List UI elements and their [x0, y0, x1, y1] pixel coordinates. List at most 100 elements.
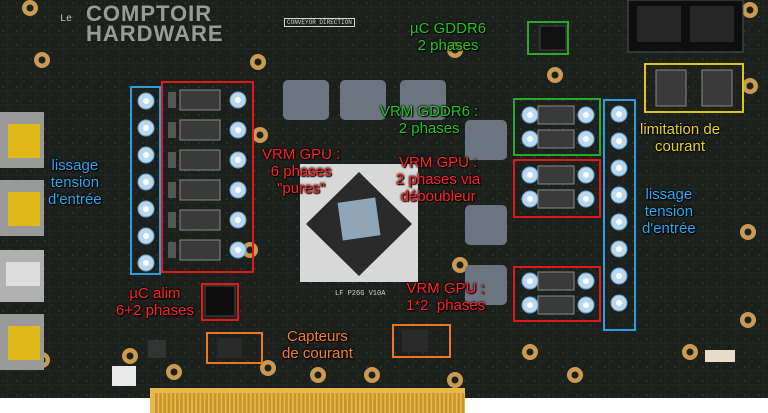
choke	[537, 295, 575, 315]
pcie-finger	[272, 393, 276, 413]
pcie-finger	[230, 393, 234, 413]
mounting-hole-center	[456, 261, 464, 269]
mosfet	[168, 92, 176, 108]
capacitor-top	[143, 152, 149, 158]
current-sensor-chip	[402, 330, 428, 352]
pcie-finger	[331, 393, 334, 413]
mosfet	[168, 152, 176, 168]
current-sensor-chip	[218, 338, 242, 358]
mounting-hole-center	[451, 376, 459, 384]
vrm-controller-frame	[201, 283, 239, 321]
pcie-finger	[314, 393, 318, 413]
pcie-finger	[386, 393, 389, 413]
capacitor-top	[583, 112, 589, 118]
mounting-hole-center	[571, 371, 579, 379]
choke	[537, 129, 575, 149]
mounting-holes	[22, 0, 758, 388]
pcie-finger	[205, 393, 208, 413]
capacitor-top	[235, 247, 241, 253]
choke	[537, 271, 575, 291]
capacitor-top	[527, 172, 533, 178]
choke	[701, 69, 733, 107]
capacitor-top	[235, 157, 241, 163]
pcie-finger	[226, 393, 229, 413]
vram-thermal-pad	[465, 205, 507, 245]
pcie-finger	[159, 393, 162, 413]
choke	[179, 149, 221, 171]
pcie-finger	[348, 393, 351, 413]
board-id-text: LF P26G V10A	[335, 290, 386, 298]
pcie-finger	[394, 393, 397, 413]
choke	[179, 119, 221, 141]
pcie-finger	[155, 393, 158, 413]
display-port-insert	[8, 124, 40, 158]
mounting-hole-center	[314, 371, 322, 379]
label-input-filter-left: lissage tension d'entrée	[48, 157, 102, 208]
capacitor-top	[616, 273, 622, 279]
vrm-gpu-6-phase-frame	[161, 81, 254, 273]
pcie-finger	[432, 393, 435, 413]
brand-text: Le	[60, 14, 73, 25]
pcie-fingers	[155, 393, 465, 413]
capacitor-top	[527, 196, 533, 202]
watermark-line-2: HARDWARE	[86, 21, 224, 46]
pcie-finger	[411, 393, 414, 413]
pcie-finger	[192, 393, 196, 413]
capacitor-top	[527, 278, 533, 284]
mounting-hole-center	[256, 131, 264, 139]
current-limit-frame	[644, 63, 744, 113]
pcie-finger	[218, 393, 221, 413]
capacitor-top	[616, 138, 622, 144]
vrm-gpu-1x2-frame	[513, 266, 601, 322]
pcie-finger	[352, 393, 355, 413]
pcie-finger	[260, 393, 263, 413]
conveyor-direction-text: CONVEYOR DIRECTION	[284, 18, 355, 27]
choke	[537, 165, 575, 185]
pcie-finger	[285, 393, 288, 413]
gpu-die	[337, 197, 381, 241]
pcie-finger	[436, 393, 439, 413]
pcie-finger	[323, 393, 326, 413]
pcie-finger	[335, 393, 339, 413]
pcie-finger	[239, 393, 242, 413]
current-sensor-frame-right	[392, 324, 451, 358]
gddr6-controller-chip	[539, 25, 567, 51]
vrm-controller-chip	[204, 285, 236, 317]
pcie-finger	[188, 393, 192, 413]
pcie-finger	[297, 393, 301, 413]
pcie-finger	[344, 393, 347, 413]
pcie-finger	[415, 393, 418, 413]
pcie-finger	[176, 393, 179, 413]
choke	[655, 69, 687, 107]
capacitor-top	[527, 136, 533, 142]
pcie-finger	[302, 393, 305, 413]
pcie-finger	[444, 393, 448, 413]
display-port-insert	[8, 192, 40, 226]
mounting-hole-center	[744, 228, 752, 236]
pcie-finger	[306, 393, 309, 413]
label-current-limitation: limitation de courant	[640, 121, 721, 155]
label-vrm-gpu-1x2: VRM GPU : 1*2 phases	[406, 280, 486, 314]
pcie-finger	[365, 393, 368, 413]
pcie-finger	[461, 393, 465, 413]
capacitor-top	[143, 179, 149, 185]
mounting-hole-center	[526, 348, 534, 356]
capacitor-top	[143, 98, 149, 104]
vram-thermal-pad	[465, 265, 507, 305]
pcie-finger	[398, 393, 402, 413]
pcie-finger	[180, 393, 183, 413]
label-input-filter-right: lissage tension d'entrée	[642, 186, 696, 237]
capacitor-top	[616, 219, 622, 225]
pcie-finger	[201, 393, 204, 413]
capacitor-top	[616, 192, 622, 198]
choke	[537, 189, 575, 209]
capacitor-top	[616, 165, 622, 171]
pcie-finger	[243, 393, 246, 413]
pcie-finger	[356, 393, 360, 413]
pcie-finger	[453, 393, 456, 413]
mounting-hole-center	[744, 316, 752, 324]
pcie-finger	[407, 393, 410, 413]
display-port-insert	[8, 326, 40, 360]
vram-thermal-pad	[283, 80, 329, 120]
